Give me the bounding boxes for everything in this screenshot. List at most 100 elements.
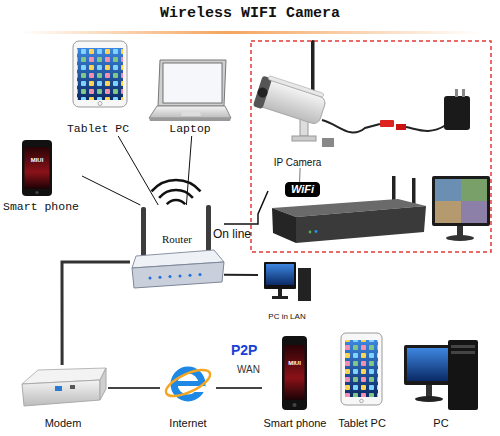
- internet-logo: [162, 365, 213, 402]
- link-type: P2P: [231, 343, 257, 357]
- router-icon: [206, 205, 211, 253]
- ip-camera-icon: [292, 136, 316, 141]
- nvr-monitor-icon: [457, 226, 463, 236]
- connector-line: [224, 274, 258, 276]
- laptop-icon: [149, 60, 231, 121]
- camera-kit-frame: [251, 41, 491, 252]
- desktop-pc-icon: [448, 340, 478, 410]
- tablet-icon: [77, 48, 123, 100]
- nvr-monitor-icon: [446, 235, 474, 241]
- tablet-device: Tablet PC: [330, 331, 394, 429]
- nvr-recorder-icon: [272, 176, 426, 243]
- desktop-pc-icon: [404, 340, 478, 410]
- nvr-monitor-icon: [432, 176, 490, 241]
- desktop-pc-icon: [415, 396, 443, 402]
- internet-logo: [162, 365, 213, 402]
- ip-camera-icon: [396, 124, 406, 130]
- router-icon: [189, 274, 192, 277]
- tablet-icon: [73, 41, 127, 107]
- connector-line: [224, 191, 268, 224]
- modem-icon: [55, 386, 62, 391]
- modem-icon: [100, 368, 106, 400]
- internet-logo: [175, 381, 201, 386]
- desktop-pc-icon: [407, 348, 451, 381]
- laptop-icon: [158, 60, 226, 106]
- nvr-recorder-icon: [296, 206, 426, 243]
- ip-camera-icon: [322, 138, 334, 147]
- connector-line: [108, 387, 160, 389]
- smartphone-icon: [282, 336, 307, 410]
- tablet-icon: [98, 102, 102, 106]
- ip-camera-icon: [406, 125, 446, 131]
- connector-line: [216, 387, 262, 389]
- nvr-monitor-icon: [435, 179, 461, 201]
- lan-pc-icon: [298, 268, 311, 301]
- smartphone-device: Smart phone: [0, 138, 82, 214]
- device-label: Tablet PC: [67, 123, 129, 136]
- device-label: Smart phone: [264, 417, 327, 429]
- device-label: Smart phone: [3, 201, 79, 214]
- nvr-recorder-icon: [309, 231, 312, 234]
- wifi-badge: WiFi: [285, 182, 320, 197]
- router-icon: [132, 262, 224, 288]
- smartphone-icon: [22, 140, 52, 196]
- modem-icon: [22, 368, 106, 406]
- device-label: PC: [433, 417, 448, 429]
- connector-line: [62, 262, 130, 365]
- ip-camera-icon: [256, 86, 269, 99]
- ip-camera-icon: [455, 89, 458, 97]
- laptop-icon: [181, 112, 201, 116]
- lan-pc-icon: [264, 262, 296, 289]
- tablet-device: Tablet PC: [62, 40, 134, 136]
- title-underline: [20, 31, 480, 34]
- router-icon: [169, 275, 172, 278]
- device-label: Internet: [169, 417, 206, 429]
- nvr-recorder-icon: [315, 230, 318, 233]
- link-type: WAN: [237, 365, 260, 375]
- smartphone-icon: [285, 345, 305, 400]
- wifi-signal-symbol: [152, 180, 201, 191]
- smartphone-icon: [35, 191, 38, 194]
- tablet-icon: [345, 340, 378, 397]
- edge-label: On line: [213, 228, 251, 240]
- wifi-signal-symbol: [152, 180, 201, 204]
- wifi-signal-symbol: [167, 200, 185, 204]
- desktop-pc-icon: [451, 345, 475, 348]
- diagram-title: Wireless WIFI Camera: [0, 6, 500, 23]
- desktop-pc-icon: [426, 385, 432, 397]
- smartphone-icon: [22, 140, 52, 196]
- screen-logo: MIUI: [282, 360, 307, 366]
- device-label: Router: [162, 233, 192, 245]
- nvr-recorder-icon: [392, 176, 396, 202]
- modem-icon: [22, 380, 100, 406]
- device-label: Laptop: [169, 123, 210, 136]
- router-icon: [141, 207, 146, 257]
- nvr-monitor-icon: [435, 201, 461, 223]
- laptop-icon: [149, 118, 231, 121]
- ip-camera-icon: [380, 120, 394, 127]
- tablet-icon: [341, 333, 382, 405]
- nvr-monitor-icon: [432, 176, 490, 226]
- laptop-device: Laptop: [148, 58, 232, 136]
- laptop-icon: [163, 63, 222, 103]
- nvr-recorder-icon: [412, 178, 416, 206]
- router-icon: [199, 273, 202, 276]
- tablet-icon: [345, 340, 378, 397]
- ip-camera-icon: [268, 76, 324, 98]
- ip-camera-icon: [462, 89, 465, 97]
- nvr-monitor-icon: [461, 179, 487, 201]
- internet-node: Internet: [160, 360, 216, 429]
- smartphone-icon: [282, 336, 307, 410]
- smartphone-icon: [293, 403, 297, 407]
- lan-pc-icon: [272, 296, 288, 299]
- router-device: Router: [130, 205, 224, 290]
- desktop-pc-device: PC: [402, 338, 480, 429]
- tablet-icon: [360, 399, 364, 403]
- laptop-icon: [149, 106, 231, 118]
- ip-camera-icon: [253, 40, 470, 147]
- modem-icon: [70, 385, 75, 389]
- connector-line: [82, 176, 140, 205]
- router-icon: [149, 277, 152, 280]
- router-icon: [132, 205, 224, 288]
